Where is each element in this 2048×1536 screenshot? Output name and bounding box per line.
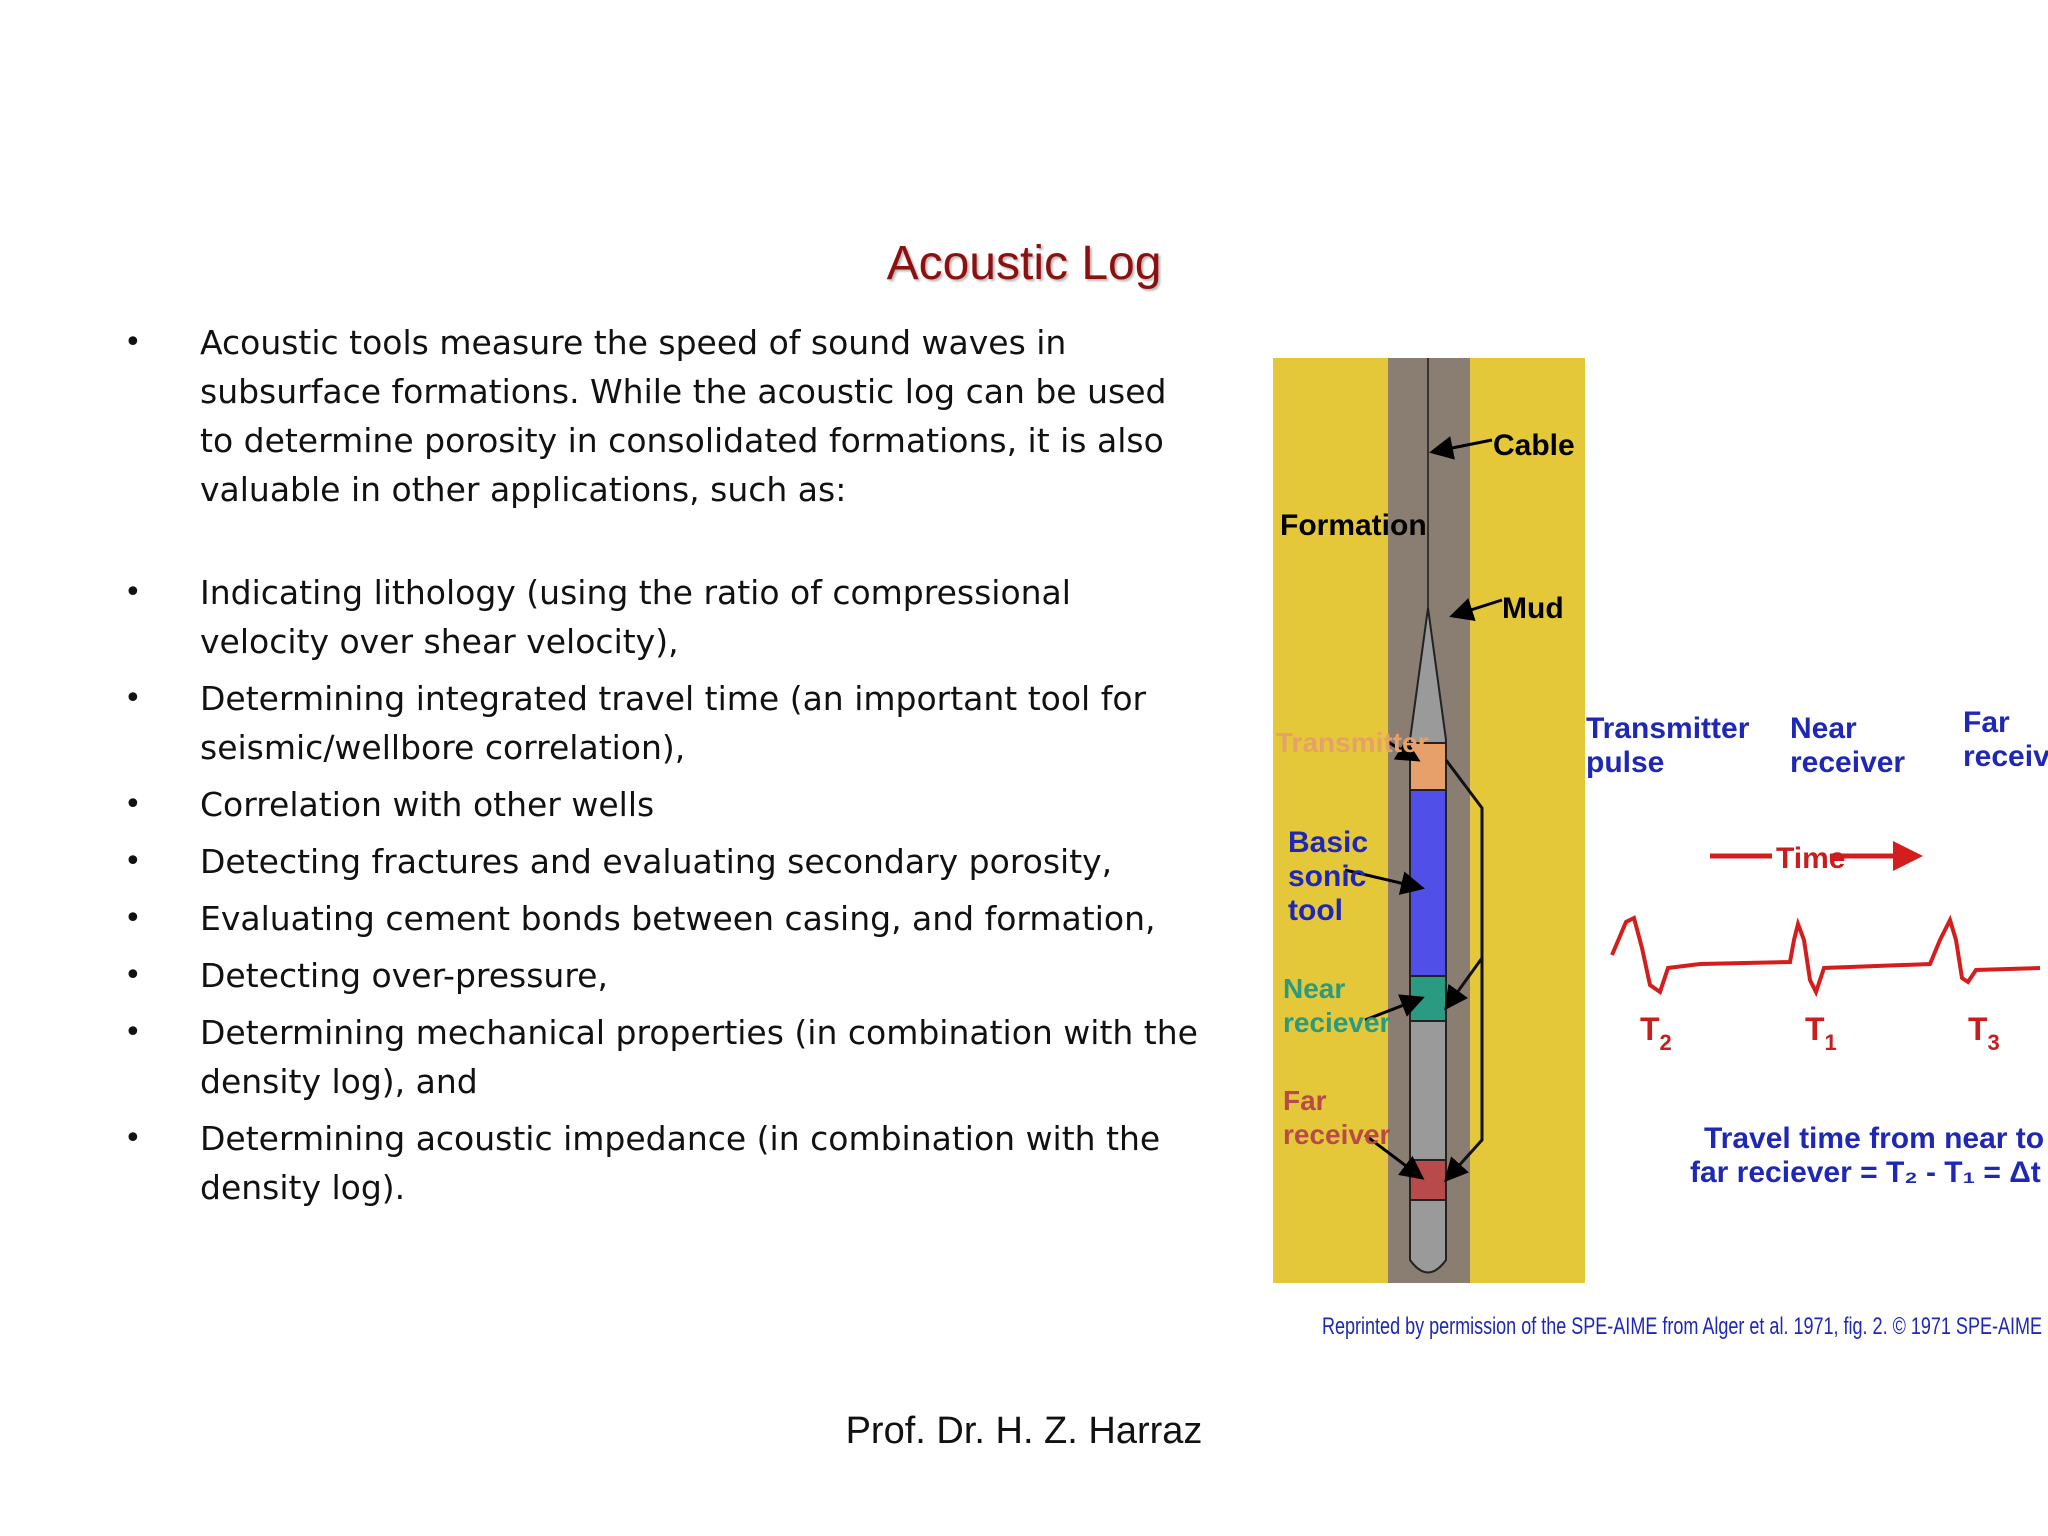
far-receiver-label-2: receiver [1283,1119,1391,1150]
far-receiver-label-1: Far [1283,1085,1327,1116]
list-item: • Acoustic tools measure the speed of sou… [118,318,1208,514]
basic-sonic-tool-label-3: tool [1288,894,1343,927]
list-item: • Determining integrated travel time (an … [118,674,1208,772]
bullet-text: Determining integrated travel time (an i… [200,679,1147,767]
near-reciever-label-2: reciever [1283,1007,1391,1038]
bullet-text: Acoustic tools measure the speed of soun… [200,323,1167,509]
bullet-marker: • [124,575,142,610]
sonic-pointer-arrow [1344,868,1425,895]
t3-label: T3 [1968,1011,2000,1055]
travel-time-label-1: Travel time from near to [1704,1122,2044,1155]
transmitter-pulse-label-2: pulse [1586,746,1664,779]
bullet-marker: • [124,787,142,822]
cable-pointer-arrow [1429,436,1493,460]
bullet-text: Evaluating cement bonds between casing, … [200,899,1156,938]
list-item: • Detecting over-pressure, [118,951,1208,1000]
bullet-text: Determining acoustic impedance (in combi… [200,1119,1161,1207]
bullet-marker: • [124,1121,142,1156]
formation-label: Formation [1280,509,1427,542]
list-item: • Determining acoustic impedance (in comb… [118,1114,1208,1212]
bullet-marker: • [124,325,142,360]
transmitter-label: Transmitter [1276,727,1429,758]
bullet-marker: • [124,901,142,936]
bullet-text: Correlation with other wells [200,785,655,824]
travel-time-label-2: far reciever = T₂ - T₁ = Δt [1690,1156,2041,1189]
bullet-marker: • [124,958,142,993]
presenter-credit: Prof. Dr. H. Z. Harraz [845,1410,1203,1452]
wave-path-far [1443,958,1484,1183]
far-receiver-label-3: Far [1963,706,2010,739]
wave-path-near [1444,759,1484,1011]
near-receiver-section [1409,975,1447,1022]
bullet-marker: • [124,1015,142,1050]
mud-label: Mud [1502,592,1564,625]
slide-title: Acoustic Log [886,237,1162,290]
far-receiver-label-4: receiver [1963,740,2048,773]
t1-label: T1 [1805,1011,1837,1055]
list-item: • Indicating lithology (using the ratio o… [118,568,1208,666]
far-receiver-section [1409,1159,1447,1201]
near-receiver-label-2: receiver [1790,746,1905,779]
list-item: • Detecting fractures and evaluating seco… [118,837,1208,886]
near-pointer-arrow [1364,994,1425,1022]
bullet-text: Determining mechanical properties (in co… [200,1013,1198,1101]
mud-pointer-arrow [1449,598,1503,622]
time-label: Time [1776,842,1845,875]
bullet-list: • Acoustic tools measure the speed of sou… [118,318,1208,1220]
list-item: • Evaluating cement bonds between casing,… [118,894,1208,943]
waveform-trace [1610,914,2041,998]
bullet-text: Detecting over-pressure, [200,956,608,995]
sonic-tool-diagram: Cable Formation Mud Transmitter Basic so… [1273,358,2048,1340]
far-pointer-arrow [1364,1133,1425,1180]
bullet-text: Detecting fractures and evaluating secon… [200,842,1113,881]
near-reciever-label-1: Near [1283,973,1345,1004]
bullet-text: Indicating lithology (using the ratio of… [200,573,1071,661]
sonic-tool-section [1409,789,1447,977]
near-receiver-label-1: Near [1790,712,1857,745]
tx-pointer-arrow [1387,738,1421,762]
transmitter-pulse-label-1: Transmitter [1586,712,1750,745]
t2-label: T2 [1640,1011,1672,1055]
time-label-bg [1772,836,1830,876]
cable-label: Cable [1493,429,1575,462]
bullet-marker: • [124,681,142,716]
basic-sonic-tool-label-2: sonic [1288,860,1366,893]
basic-sonic-tool-label-1: Basic [1288,826,1368,859]
list-item: • Determining mechanical properties (in c… [118,1008,1208,1106]
image-credit: Reprinted by permission of the SPE-AIME … [1322,1313,2042,1340]
list-item: • Correlation with other wells [118,780,1208,829]
bullet-marker: • [124,844,142,879]
